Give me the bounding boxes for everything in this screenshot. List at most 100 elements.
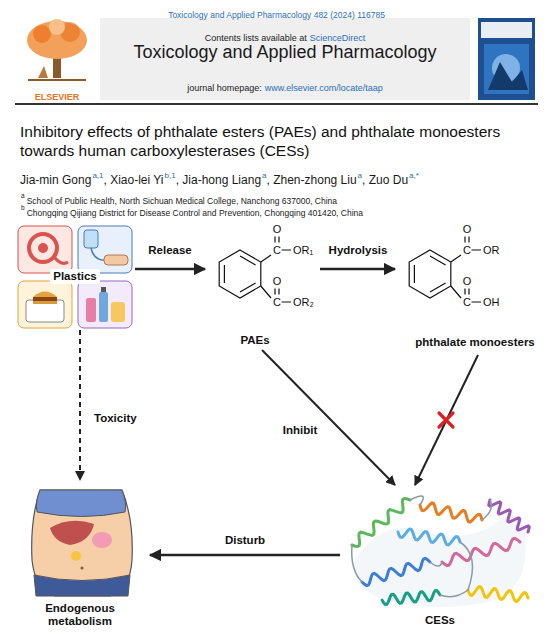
journal-cover (481, 22, 532, 38)
plastics-icons (84, 230, 98, 248)
running-header: Toxicology and Applied Pharmacology 482 … (168, 10, 385, 20)
source-icon-group: Plastics (15, 222, 135, 330)
flow-arrow (135, 268, 205, 271)
text-line: bChongqing Qijiang District for Disease … (20, 201, 540, 220)
plastics-icons (33, 292, 57, 298)
flow-arrow (415, 355, 478, 485)
plastics-icons (111, 302, 125, 322)
author-name: , Jia-hong Liang (176, 173, 261, 187)
chemical-bonds (451, 255, 461, 298)
header-graphics (15, 18, 538, 105)
text-line: aSchool of Public Health, North Sichuan … (20, 189, 540, 208)
helix (489, 500, 529, 532)
edge-label: Toxicity (92, 412, 139, 425)
text-line: Toxicology and Applied Pharmacology (100, 42, 470, 64)
blocked-mark (439, 413, 453, 427)
protein-loop (430, 562, 442, 566)
protein-structure (354, 517, 525, 608)
flow-arrow (150, 554, 340, 557)
plastics-icons (78, 281, 132, 328)
helix (442, 538, 520, 565)
paper-title: Inhibitory effects of phthalate esters (… (20, 122, 535, 160)
protein-loop (410, 496, 423, 505)
edge-label: Release (146, 244, 193, 257)
human-body (50, 521, 94, 545)
journal-cover (484, 44, 529, 94)
human-body (34, 575, 130, 596)
affiliation-text: Chongqing Qijiang District for Disease C… (27, 208, 363, 218)
journal-cover (478, 18, 535, 100)
plastics-icons (26, 300, 64, 322)
chemical-bonds (224, 256, 255, 292)
journal-cover (488, 62, 528, 90)
text-line: Toxicology and Applied Pharmacology 482 … (0, 3, 553, 22)
blocked-mark (439, 413, 453, 427)
chemical-bonds (261, 255, 271, 298)
chemical-bonds (409, 250, 451, 298)
body-illustration: Endogenous metabolism (15, 480, 150, 630)
node-label: Plastics (50, 269, 99, 284)
human-body (92, 532, 112, 548)
elsevier-tree (33, 25, 51, 43)
text-line: journal homepage:www.elsevier.com/locate… (100, 76, 470, 95)
chemical-bonds (219, 250, 261, 298)
affiliation-mark: a,* (409, 171, 419, 180)
publisher-logo-text: ELSEVIER (35, 92, 80, 102)
text-line: ELSEVIER (17, 85, 97, 104)
plastics-icons (104, 255, 128, 265)
plastics-icons (33, 297, 57, 301)
plastics-icons (38, 243, 48, 253)
header-note: journal homepage: (187, 83, 262, 93)
helix (362, 558, 430, 585)
atom-label: C (463, 244, 471, 256)
atom-label: O (463, 223, 472, 235)
human-body (71, 551, 81, 561)
edge-label: Hydrolysis (327, 244, 390, 257)
elsevier-tree (27, 19, 87, 80)
plastics-icons (18, 281, 72, 328)
affiliation-mark: b,1 (165, 171, 176, 180)
journal-name: Toxicology and Applied Pharmacology (133, 42, 436, 62)
elsevier-tree (28, 79, 86, 81)
node-label: PAEs (240, 334, 269, 347)
chemical-structure: phthalate monoestersOCOROCOH (395, 222, 540, 355)
helix (352, 499, 410, 547)
edge-label: Inhibit (281, 424, 320, 437)
plastics-icons (18, 226, 72, 273)
plastics-icons (86, 298, 96, 322)
flow-arrow (320, 268, 395, 271)
header-link: ScienceDirect (310, 33, 366, 43)
plastics-icons (101, 287, 106, 292)
atom-label: OR₁ (293, 244, 313, 256)
elsevier-tree (38, 66, 48, 78)
atom-label: O (273, 223, 282, 235)
plastics-icons (33, 301, 57, 304)
affiliation-mark: a (358, 171, 362, 180)
atom-label: C (273, 296, 281, 308)
chemical-structure: PAEsOCOR₁OCOR₂ (205, 222, 320, 350)
journal-cover (478, 18, 535, 100)
plastics-icons (55, 258, 68, 263)
affiliation-mark: b (21, 204, 25, 211)
elsevier-tree (49, 19, 65, 35)
atom-label: C (273, 244, 281, 256)
atom-label: OR (483, 244, 500, 256)
atom-label: O (273, 275, 282, 287)
protein-loop (482, 500, 491, 520)
atom-label: O (463, 275, 472, 287)
header-note: Contents lists available at (205, 33, 307, 43)
header-link: www.elsevier.com/locate/taap (265, 83, 383, 93)
flow-arrow (262, 350, 395, 485)
text-line: Jia-min Gonga,1, Xiao-lei Yib,1, Jia-hon… (20, 169, 540, 188)
atom-label: C (463, 296, 471, 308)
chemical-bonds (282, 250, 292, 302)
affiliation-mark: a (262, 171, 266, 180)
node-label: CESs (425, 614, 455, 627)
header-graphics (15, 103, 538, 105)
author-name: Jia-min Gong (20, 173, 91, 187)
author-name: , Xiao-lei Yi (104, 173, 164, 187)
chemical-bonds (219, 237, 481, 303)
